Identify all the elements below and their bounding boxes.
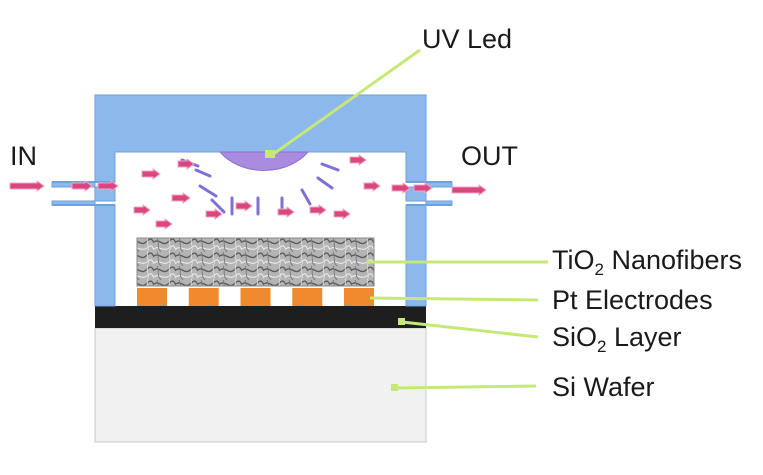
uv-ray [198, 184, 218, 198]
pt-electrode [240, 288, 271, 306]
pointer-pt [369, 296, 539, 302]
label-pointers [271, 48, 548, 391]
flow-arrow [349, 154, 367, 166]
sio2-layer [95, 306, 426, 328]
label-pt-electrodes: Pt Electrodes [552, 285, 713, 315]
uv-ray [300, 188, 312, 206]
flow-arrow [391, 182, 411, 194]
flow-arrow [97, 180, 119, 192]
uv-led-chip [265, 150, 275, 158]
flow-arrow [177, 158, 195, 170]
uv-ray [210, 198, 226, 214]
tio2-nanofibers [136, 237, 375, 287]
label-out: OUT [461, 141, 518, 171]
flow-arrow [413, 182, 433, 194]
flow-arrow [309, 204, 327, 216]
si-wafer [94, 327, 427, 443]
pt-electrode [137, 288, 167, 306]
pt-electrodes [137, 288, 374, 306]
flow-arrow [277, 206, 295, 218]
uv-led [218, 151, 310, 171]
flow-arrow [205, 208, 223, 220]
flow-arrow [155, 218, 173, 230]
label-si-wafer: Si Wafer [552, 372, 655, 402]
uv-ray [320, 162, 340, 172]
pointer-uv-led [271, 48, 421, 157]
flow-arrow [9, 180, 45, 192]
inlet-tube [52, 181, 115, 206]
flow-arrow [71, 180, 93, 192]
uv-ray [316, 176, 334, 190]
flow-arrow [235, 200, 253, 212]
flow-arrow [333, 208, 351, 220]
pt-electrode [344, 288, 374, 306]
label-sio2-layer: SiO2 Layer [552, 322, 682, 356]
flow-arrow [363, 180, 381, 192]
gas-flow-arrows [9, 154, 487, 230]
flow-arrow [451, 184, 487, 196]
pointer-si [393, 384, 537, 390]
flow-arrow [141, 168, 161, 180]
pt-electrode [292, 288, 323, 306]
label-uv-led: UV Led [422, 24, 513, 54]
outlet-tube [406, 181, 452, 206]
pointer-sio2 [401, 320, 539, 339]
flow-arrow [171, 192, 191, 204]
flow-arrow [133, 204, 151, 216]
label-in: IN [10, 141, 37, 171]
label-tio2-nanofibers: TiO2 Nanofibers [552, 245, 743, 279]
uv-ray [194, 168, 212, 178]
pt-electrode [188, 288, 219, 306]
